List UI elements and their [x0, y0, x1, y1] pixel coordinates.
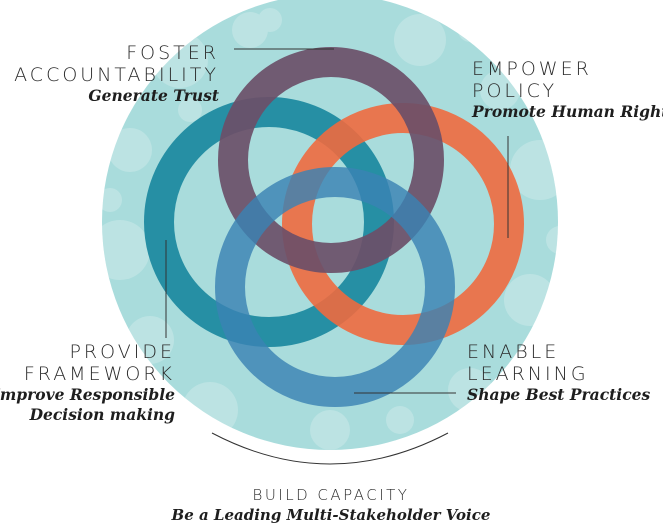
build-title: BUILD CAPACITY	[252, 486, 410, 504]
empower-line2: POLICY	[472, 80, 558, 102]
ring-blue	[215, 167, 455, 407]
build-subtitle: Be a Leading Multi-Stakeholder Voice	[171, 506, 491, 524]
enable-line1: ENABLE	[467, 341, 560, 363]
provide-label: PROVIDE FRAMEWORK Improve Responsible De…	[0, 341, 175, 425]
foster-label: FOSTER ACCOUNTABILITY Generate Trust	[14, 42, 219, 106]
build-label: BUILD CAPACITY Be a Leading Multi-Stakeh…	[131, 485, 531, 525]
ring-teal	[144, 97, 394, 347]
enable-subtitle: Shape Best Practices	[467, 385, 651, 404]
provide-line2: FRAMEWORK	[23, 363, 175, 385]
ring-purple	[218, 47, 444, 273]
enable-line2: LEARNING	[467, 363, 589, 385]
empower-label: EMPOWER POLICY Promote Human Rights	[472, 58, 663, 122]
build-capacity-arc	[211, 432, 449, 465]
provide-subtitle-1: Improve Responsible	[0, 385, 175, 404]
enable-label: ENABLE LEARNING Shape Best Practices	[467, 341, 650, 405]
empower-line1: EMPOWER	[472, 58, 592, 80]
empower-subtitle: Promote Human Rights	[472, 102, 663, 121]
foster-line1: FOSTER	[126, 42, 219, 64]
provide-line1: PROVIDE	[69, 341, 175, 363]
foster-subtitle: Generate Trust	[88, 86, 219, 105]
provide-subtitle-2: Decision making	[29, 405, 175, 424]
foster-line2: ACCOUNTABILITY	[14, 64, 219, 86]
